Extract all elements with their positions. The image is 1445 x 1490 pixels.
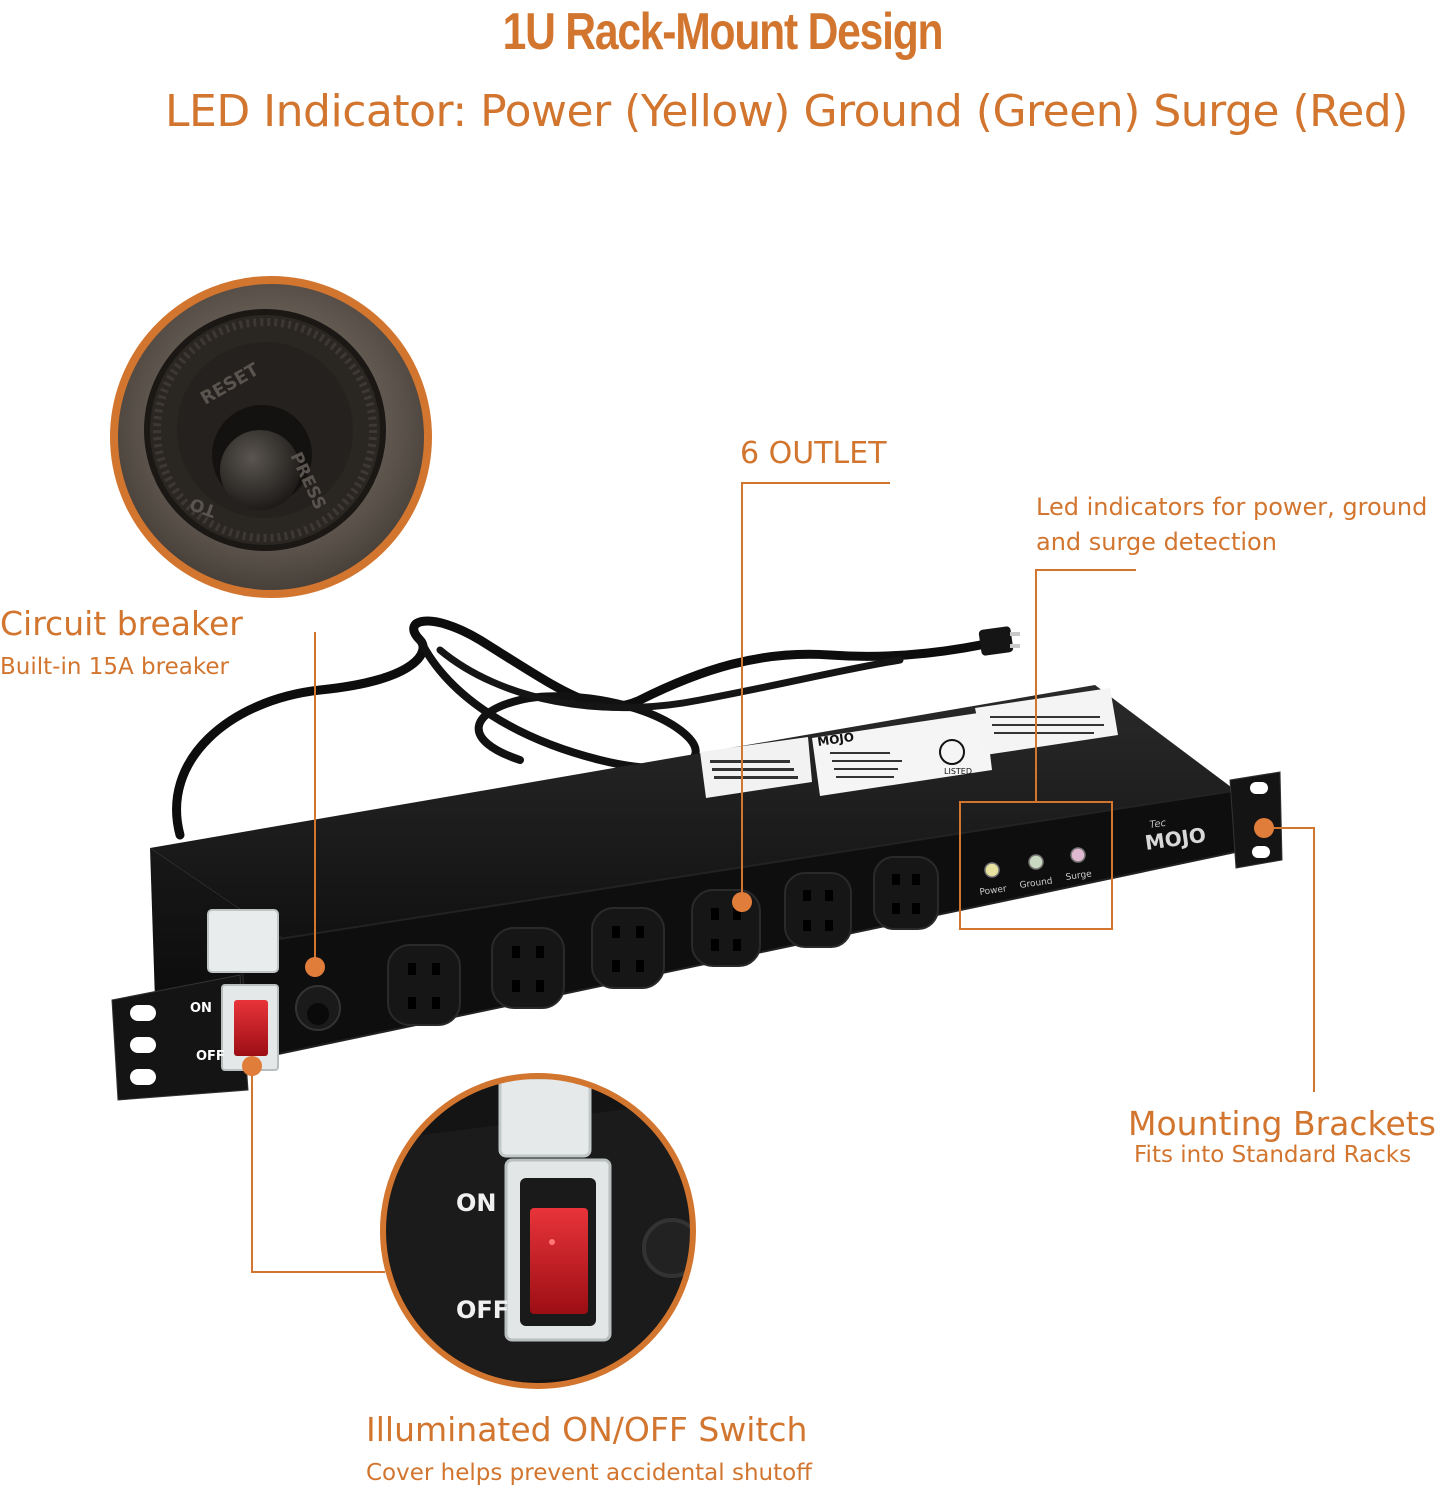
led-callout-line1: Led indicators for power, ground xyxy=(1036,493,1428,521)
breaker-zoom: RESET PRESS TO xyxy=(110,276,432,598)
label-brand: MOJO xyxy=(816,730,854,749)
mounting-bracket-left xyxy=(111,974,249,1101)
spec-labels: MOJO LISTED xyxy=(700,688,1118,798)
zoom-on-label: ON xyxy=(456,1189,497,1217)
brackets-callout-title: Mounting Brackets xyxy=(1128,1104,1436,1143)
callout-dots xyxy=(242,818,1274,1076)
led-surge-label: Surge xyxy=(1065,869,1093,883)
zoom-off-label: OFF xyxy=(456,1296,509,1324)
outlets xyxy=(387,856,939,1026)
switch-zoom: ON OFF xyxy=(380,1073,696,1389)
breaker-callout-desc: Built-in 15A breaker xyxy=(0,654,229,680)
listed-mark: LISTED xyxy=(944,767,972,776)
led-ground-label: Ground xyxy=(1019,876,1053,891)
switch-on-label: ON xyxy=(190,1001,212,1016)
switch-callout-title: Illuminated ON/OFF Switch xyxy=(366,1410,808,1449)
breaker-button xyxy=(295,985,341,1031)
led-indicators: Power Ground Surge xyxy=(979,847,1093,898)
led-callout-line2: and surge detection xyxy=(1036,528,1277,556)
outlet-callout-label: 6 OUTLET xyxy=(740,436,887,471)
mounting-bracket-right xyxy=(1229,771,1283,869)
led-callout-text: Led indicators for power, ground and sur… xyxy=(1036,490,1427,560)
brackets-callout-desc: Fits into Standard Racks xyxy=(1134,1142,1412,1168)
power-cord xyxy=(172,616,1020,840)
switch-callout-desc: Cover helps prevent accidental shutoff xyxy=(366,1460,813,1486)
switch-off-label: OFF xyxy=(196,1049,225,1064)
breaker-callout-title: Circuit breaker xyxy=(0,604,243,643)
led-power-label: Power xyxy=(979,884,1008,898)
front-brand-tec: Tec xyxy=(1149,818,1167,831)
callout-lines xyxy=(251,482,1315,1273)
page-subtitle: LED Indicator: Power (Yellow) Ground (Gr… xyxy=(165,86,1408,137)
page-title: 1U Rack-Mount Design xyxy=(502,3,944,61)
power-switch: ON OFF xyxy=(190,909,279,1071)
